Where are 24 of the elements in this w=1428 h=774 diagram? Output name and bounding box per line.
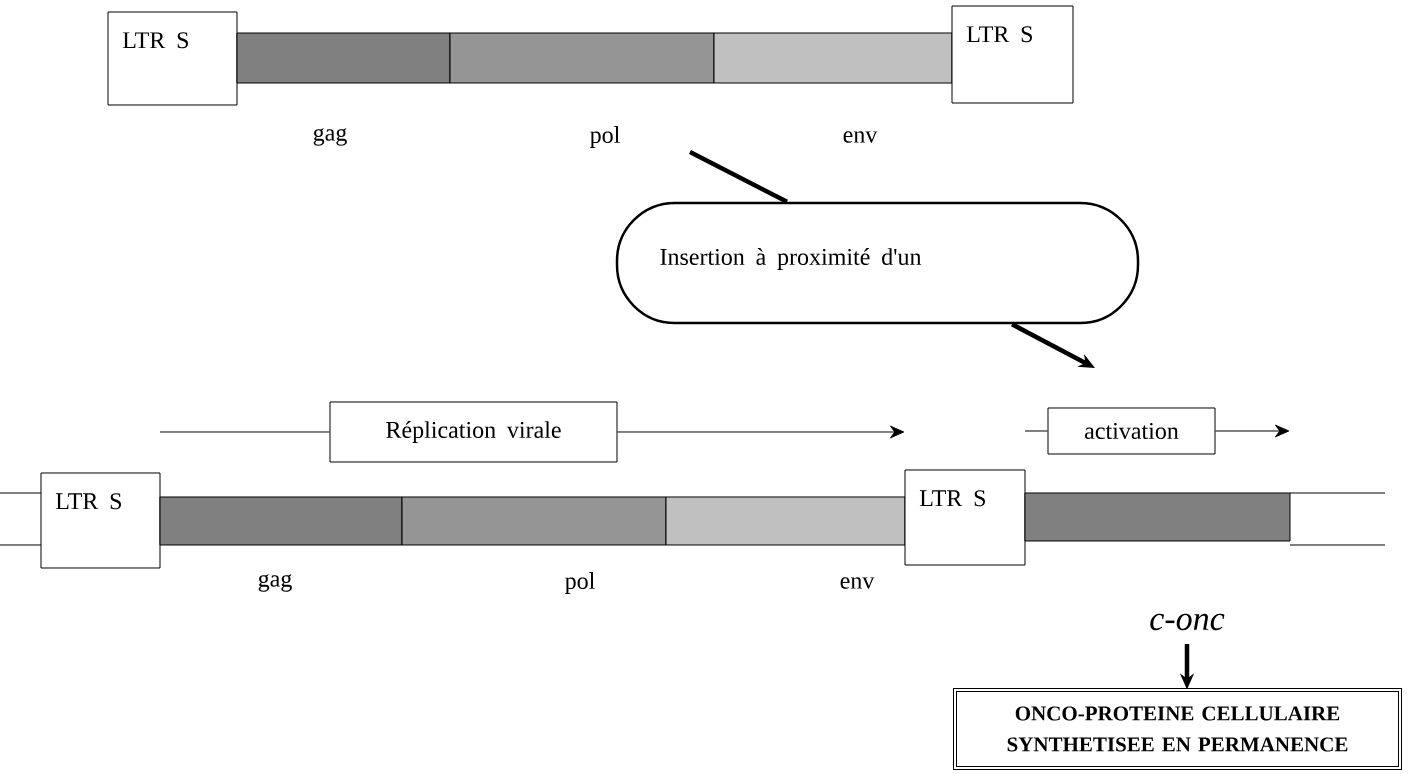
ltr-box: LTR S (904, 469, 1026, 566)
gene-label: pol (565, 572, 595, 594)
gene-bar (449, 32, 715, 84)
arrow (617, 425, 905, 439)
ltr-box: LTR S (40, 472, 161, 569)
gene-bar (1024, 492, 1291, 542)
arrow (1215, 424, 1290, 438)
gene-label: env (843, 131, 878, 143)
gene-label: pol (590, 126, 620, 148)
gene-bar (236, 32, 451, 84)
gene-bar (159, 496, 403, 546)
gene-label: gag (258, 574, 292, 592)
gene-label: gag (313, 128, 347, 146)
rounded-callout: Insertion à proximité d'un (615, 201, 1140, 325)
gene-bar (401, 496, 667, 546)
ltr-box: LTR S (951, 5, 1074, 104)
label-box: activation (1047, 407, 1216, 455)
gene-bar (665, 496, 906, 546)
ltr-box: LTR S (107, 11, 238, 106)
label-box: Réplication virale (329, 401, 618, 463)
gene-bar (713, 32, 953, 84)
result-box: ONCO-PROTEINE CELLULAIRE SYNTHETISEE EN PERMANENCE (953, 688, 1402, 770)
gene-label: c-onc (1150, 613, 1225, 631)
gene-label: env (840, 577, 875, 589)
